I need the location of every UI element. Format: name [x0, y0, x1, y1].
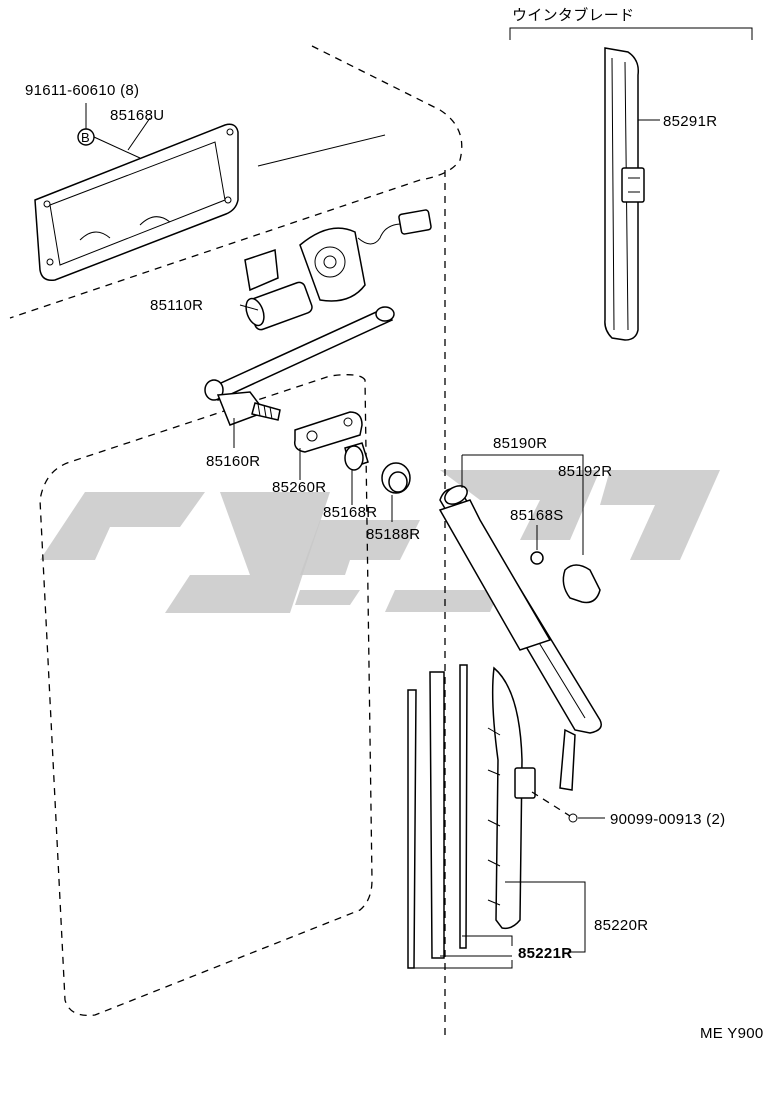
- wiper-blade-85220r: [407, 664, 605, 969]
- bolt-callout-marker: B: [77, 103, 141, 159]
- part-label-90099-00913: 90099-00913 (2): [610, 811, 725, 828]
- gasket-85168u: [34, 123, 386, 282]
- leader-lines: [127, 117, 259, 311]
- part-label-85260r: 85260R: [272, 479, 326, 496]
- part-label-91611-60610: 91611-60610 (8): [25, 82, 139, 99]
- bracket-85260r: [293, 411, 363, 480]
- vehicle-body-outline: [9, 45, 463, 1040]
- footer-code: ME Y900: [700, 1025, 764, 1042]
- part-label-85168s: 85168S: [510, 507, 564, 524]
- header-bracket: [509, 27, 753, 40]
- part-label-85168r: 85168R: [323, 504, 377, 521]
- cap-85188r: [381, 462, 411, 522]
- cap-85192r: [562, 564, 601, 604]
- part-label-85221r: 85221R: [518, 945, 572, 962]
- nut-85168s: [530, 525, 544, 565]
- wiper-pivot-85160r: [216, 391, 281, 448]
- watermark-logo: [40, 470, 720, 613]
- wiper-motor-85110r: [244, 209, 432, 331]
- grommet-85168r: [344, 442, 369, 505]
- part-label-85192r: 85192R: [558, 463, 612, 480]
- part-label-85188r: 85188R: [366, 526, 420, 543]
- part-label-85168u: 85168U: [110, 107, 164, 124]
- part-label-85160r: 85160R: [206, 453, 260, 470]
- part-labels: ウインタブレード 91611-60610 (8) 85168U 85291R 8…: [25, 6, 764, 1042]
- callout-marker-text: B: [81, 130, 90, 145]
- part-label-85110r: 85110R: [150, 297, 203, 314]
- header-group-label: ウインタブレード: [512, 6, 634, 24]
- part-label-85190r: 85190R: [493, 435, 547, 452]
- wiper-arm-85190r: [438, 454, 602, 791]
- part-label-85291r: 85291R: [663, 113, 717, 130]
- part-label-85220r: 85220R: [594, 917, 648, 934]
- wiper-blade-85291r: [604, 47, 660, 341]
